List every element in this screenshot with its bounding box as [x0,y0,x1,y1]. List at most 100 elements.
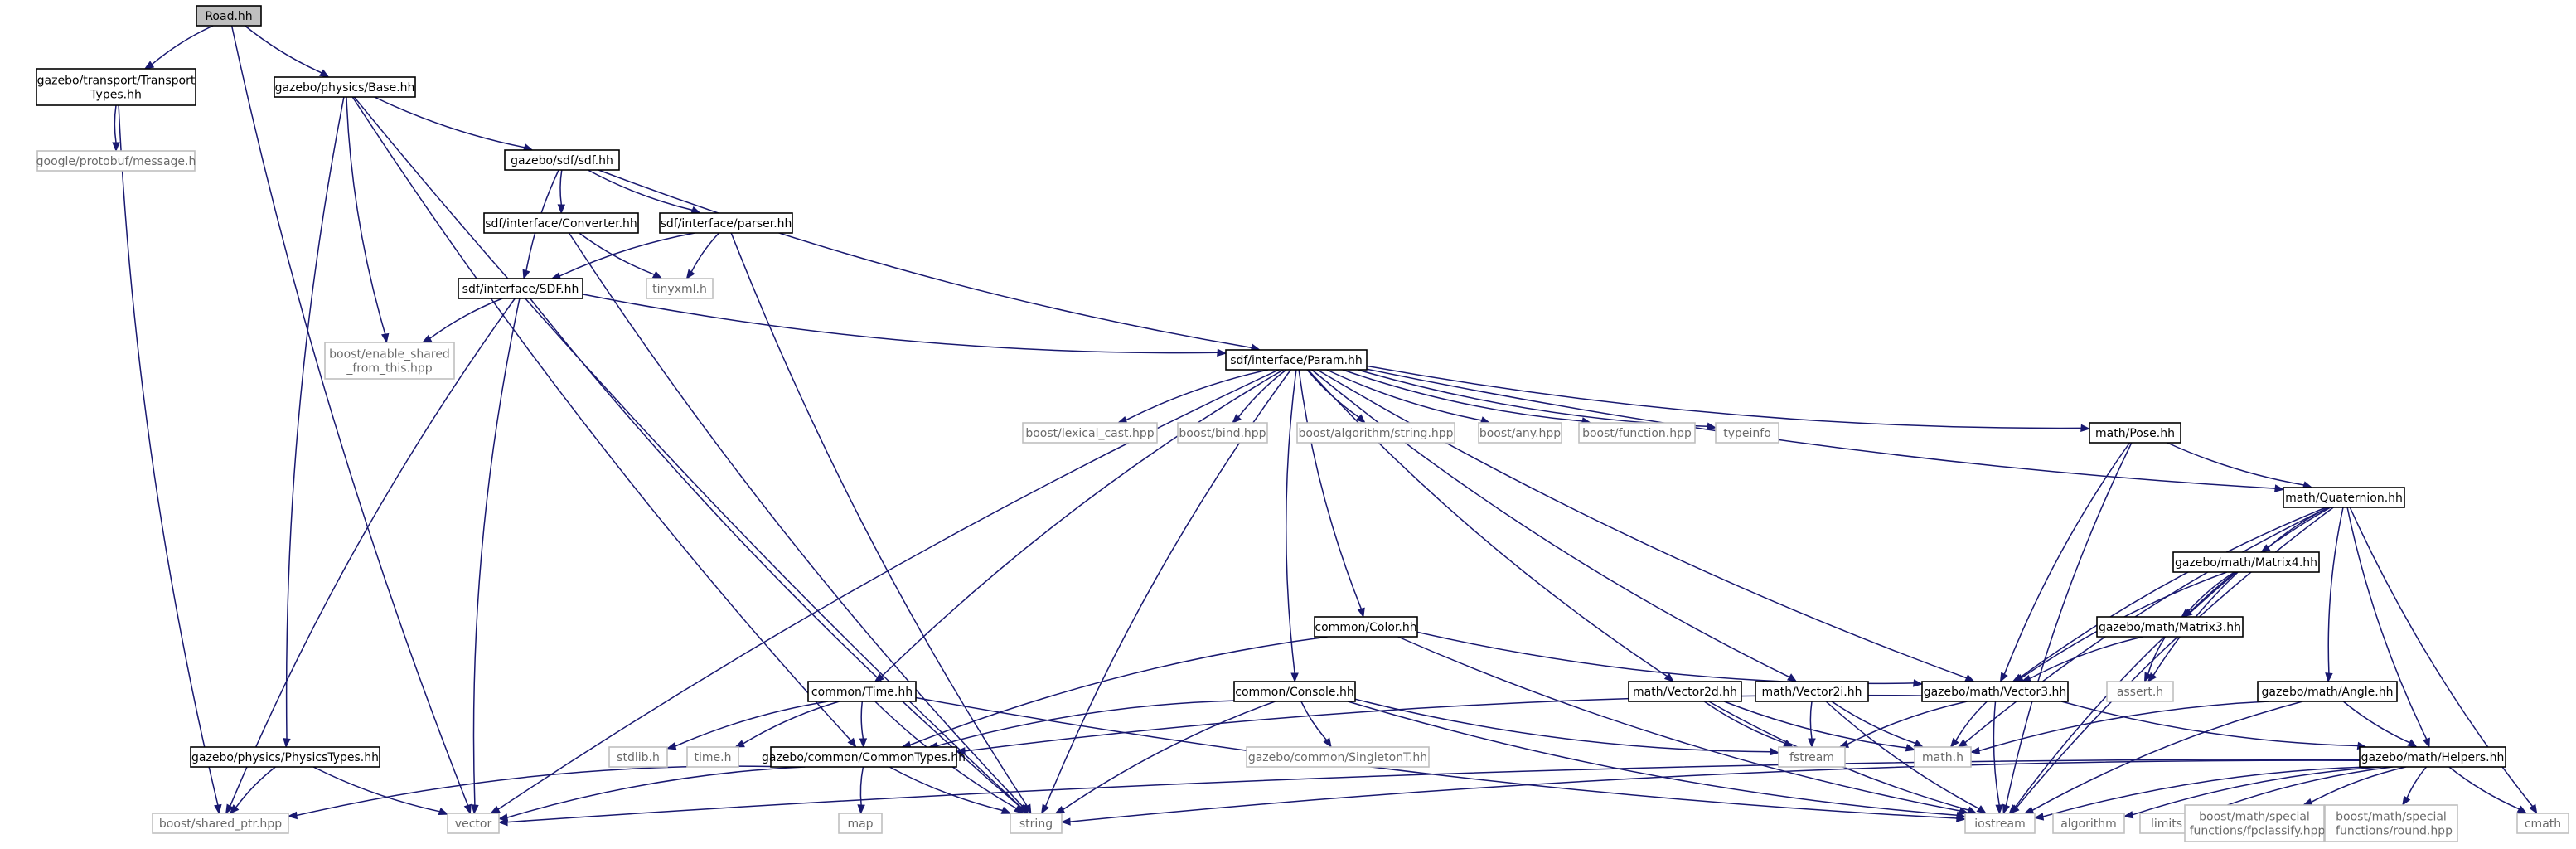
arrow-head-icon [1969,746,1981,755]
node-label: gazebo/math/Vector3.hh [1924,686,2067,699]
arrow-head-icon [1770,747,1780,756]
arrow-head-icon [471,804,479,815]
edge-line [1366,365,2082,429]
arrow-head-icon [1217,348,1227,357]
edge-vector3-to-common_types [955,694,1923,755]
node-console[interactable]: common/Console.hh [1233,681,1356,702]
arrow-head-icon [2516,805,2528,814]
edge-line [2167,442,2304,486]
arrow-head-icon [1000,806,1012,814]
edge-quaternion-to-angle [2325,507,2344,683]
node-box [190,746,380,768]
node-sdf-converter[interactable]: sdf/interface/Converter.hh [483,212,639,234]
node-matrix4[interactable]: gazebo/math/Matrix4.hh [2172,551,2320,573]
edge-console-to-fstream [1354,698,1780,756]
node-road[interactable]: Road.hh [196,5,262,27]
node-label: sdf/interface/Converter.hh [485,217,637,230]
node-box [1233,681,1356,702]
node-label: boost/math/special [2336,811,2447,824]
node-label: gazebo/math/Angle.hh [2262,686,2394,699]
node-helpers[interactable]: gazebo/math/Helpers.hh [2359,746,2506,768]
node-matrix3[interactable]: gazebo/math/Matrix3.hh [2096,616,2244,638]
edge-sdf_converter-to-tinyxml [579,232,663,279]
edge-line [1347,701,1958,817]
node-angle[interactable]: gazebo/math/Angle.hh [2257,681,2398,702]
arrow-head-icon [319,69,330,78]
node-label: Types.hh [90,89,142,102]
node-tinyxml: tinyxml.h [646,278,714,299]
edge-line [346,96,386,335]
node-box [2052,813,2125,834]
edge-line [675,701,829,747]
arrow-head-icon [1957,739,1968,748]
node-box [2106,681,2174,702]
arrow-head-icon [522,269,530,280]
node-sdf-sdf[interactable]: gazebo/sdf/sdf.hh [504,149,620,171]
edge-line [1809,701,1813,740]
node-time[interactable]: common/Time.hh [807,681,917,702]
edge-vector2i-to-iostream [1825,701,1988,814]
node-label: stdlib.h [617,751,660,764]
node-map: map [838,813,883,834]
edge-line [114,104,117,143]
node-label: common/Color.hh [1315,621,1416,634]
node-box [458,278,583,299]
arrow-head-icon [857,804,865,815]
node-cmath: cmath [2516,813,2569,834]
node-vector3[interactable]: gazebo/math/Vector3.hh [1921,681,2069,702]
node-physics-types[interactable]: gazebo/physics/PhysicsTypes.hh [190,746,380,768]
node-label: google/protobuf/message.h [36,155,196,168]
arrow-head-icon [2008,804,2018,814]
node-physics-base[interactable]: gazebo/physics/Base.hh [274,76,416,98]
node-label: gazebo/common/CommonTypes.hh [762,751,966,764]
node-string: string [1010,813,1063,834]
node-box [2172,551,2320,573]
node-common-types[interactable]: gazebo/common/CommonTypes.hh [762,746,966,768]
node-color[interactable]: common/Color.hh [1314,616,1418,638]
node-label: gazebo/transport/Transport [37,75,196,88]
node-vector2i[interactable]: math/Vector2i.hh [1755,681,1869,702]
edge-line [587,169,693,211]
edge-vector3-to-fstream [1838,701,1968,748]
edge-matrix3-to-assert [2143,636,2167,683]
node-quaternion[interactable]: math/Quaternion.hh [2283,487,2405,508]
node-param[interactable]: sdf/interface/Param.hh [1225,349,1368,371]
edge-physics_base-to-physics_types [283,96,345,749]
edge-line [582,294,1218,354]
edge-pose-to-vector3 [1999,442,2131,683]
arrow-head-icon [1995,804,2003,815]
node-label: _functions/fpclassify.hpp [2183,825,2326,838]
node-box [2324,804,2458,842]
node-sdf-parser[interactable]: sdf/interface/parser.hh [659,212,793,234]
node-box [2184,804,2325,842]
edge-line [1366,368,2276,489]
arrow-head-icon [685,269,695,280]
node-pose[interactable]: math/Pose.hh [2089,422,2181,444]
edge-line [1298,369,1362,609]
node-label: gazebo/physics/PhysicsTypes.hh [191,751,379,764]
node-box [1964,813,2036,834]
node-vector2d[interactable]: math/Vector2d.hh [1628,681,1742,702]
arrow-head-icon [1958,807,1969,815]
edge-line [2060,701,2358,747]
edge-color-to-iostream [1397,636,1969,815]
node-round: boost/math/special_functions/round.hpp [2324,804,2458,842]
node-box [483,212,639,234]
edge-param-to-vector2i [1311,369,1798,682]
arrow-head-icon [214,803,222,815]
edge-time-to-common_types [859,701,868,749]
arrow-head-icon [1808,738,1816,749]
node-box [770,746,957,768]
edge-line [351,96,852,741]
edge-line [2187,571,2235,613]
arrow-head-icon [1976,805,1988,814]
node-box [1755,681,1869,702]
node-label: sdf/interface/SDF.hh [462,283,579,296]
node-sdf-interface-sdf[interactable]: sdf/interface/SDF.hh [458,278,583,299]
edge-line [1993,701,2000,806]
arrow-head-icon [1357,607,1365,619]
edge-line [429,298,503,339]
edge-helpers-to-string [1060,759,2361,826]
